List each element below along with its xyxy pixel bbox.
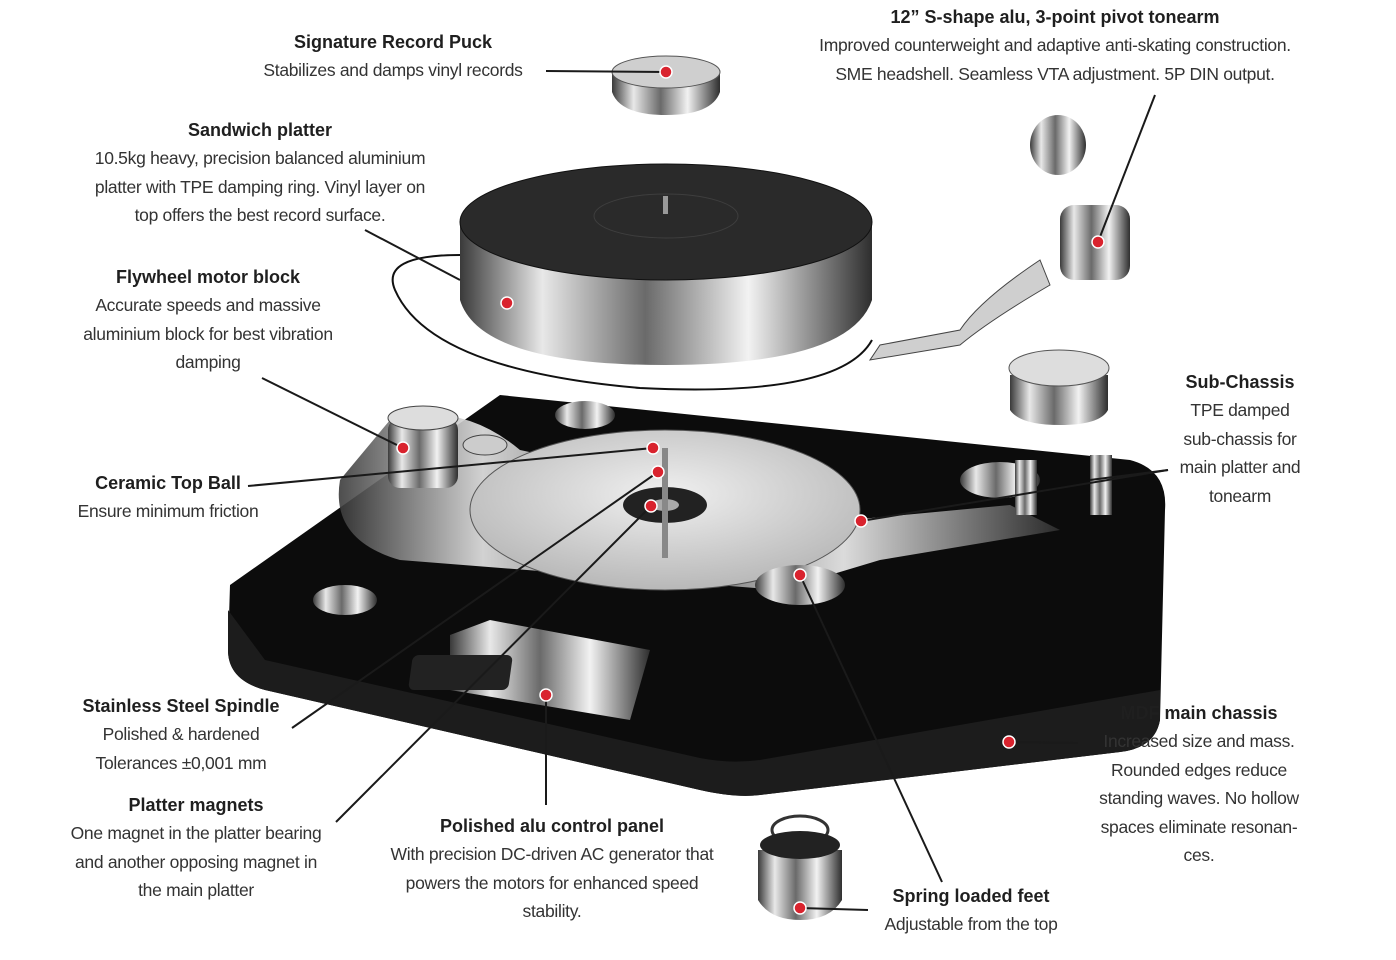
callout-flywheel: Flywheel motor block Accurate speeds and… — [83, 263, 333, 377]
callout-text: powers the motors for enhanced speed — [405, 872, 699, 893]
callout-text: platter with TPE damping ring. Vinyl lay… — [94, 176, 426, 197]
red-markers — [396, 65, 1105, 915]
callout-text: Accurate speeds and massive — [95, 295, 321, 315]
callout-record-puck: Signature Record Puck Stabilizes and dam… — [263, 28, 523, 85]
callout-text: ces. — [1183, 845, 1215, 865]
callout-title: Flywheel motor block — [115, 267, 301, 287]
callout-sub-chassis: Sub-Chassis TPE damped sub-chassis for m… — [1180, 368, 1301, 510]
callout-text: Ensure minimum friction — [77, 501, 259, 521]
callout-text: sub-chassis for — [1183, 428, 1297, 449]
callout-text: Improved counterweight and adaptive anti… — [819, 35, 1291, 55]
callout-text: aluminium block for best vibration — [83, 323, 333, 344]
tonearm — [868, 115, 1130, 425]
callout-text: TPE damped — [1190, 400, 1290, 420]
callout-text: Tolerances ±0,001 mm — [95, 752, 267, 773]
leader-lines — [247, 70, 1169, 911]
callout-ceramic-ball: Ceramic Top Ball Ensure minimum friction — [78, 469, 259, 526]
control-panel — [408, 620, 650, 720]
sandwich-platter — [391, 163, 873, 391]
callout-title: Sandwich platter — [187, 120, 333, 140]
callout-text: and another opposing magnet in — [74, 851, 318, 872]
callout-spindle: Stainless Steel Spindle Polished & harde… — [82, 692, 279, 777]
callout-title: Stainless Steel Spindle — [82, 696, 280, 716]
callout-title: Polished alu control panel — [439, 816, 665, 836]
callout-text: stability. — [522, 901, 582, 921]
callout-text: With precision DC-driven AC generator th… — [390, 844, 714, 864]
isolation-cups — [313, 401, 1112, 615]
callout-platter-magnets: Platter magnets One magnet in the platte… — [71, 791, 322, 905]
callout-text: Increased size and mass. — [1103, 731, 1295, 751]
callout-text: Polished & hardened — [102, 724, 260, 744]
callout-control-panel: Polished alu control panel With precisio… — [391, 812, 714, 926]
callout-text: One magnet in the platter bearing — [70, 823, 322, 843]
callout-text: standing waves. No hollow — [1099, 788, 1299, 808]
callout-text: top offers the best record surface. — [134, 205, 386, 225]
callout-text: tonearm — [1208, 485, 1272, 506]
callout-text: Adjustable from the top — [884, 914, 1058, 934]
callout-spring-feet: Spring loaded feet Adjustable from the t… — [884, 882, 1057, 939]
callout-text: main platter and — [1179, 457, 1301, 477]
callout-text: the main platter — [138, 880, 254, 900]
callout-title: Sub-Chassis — [1185, 372, 1295, 392]
spindle — [662, 448, 668, 558]
callout-text: spaces eliminate resonan- — [1100, 816, 1298, 837]
callout-title: Spring loaded feet — [892, 886, 1050, 906]
callout-title: Ceramic Top Ball — [95, 473, 241, 493]
callout-text: Stabilizes and damps vinyl records — [263, 60, 523, 80]
spring-loaded-foot — [758, 814, 842, 920]
callout-text: SME headshell. Seamless VTA adjustment. … — [835, 63, 1275, 84]
callout-text: damping — [175, 352, 241, 372]
callout-tonearm: 12” S-shape alu, 3-point pivot tonearm I… — [819, 3, 1291, 88]
callout-sandwich-platter: Sandwich platter 10.5kg heavy, precision… — [94, 116, 426, 230]
callout-mdf-chassis: MDF main chassis Increased size and mass… — [1099, 699, 1299, 870]
callout-title: 12” S-shape alu, 3-point pivot tonearm — [890, 7, 1220, 27]
callout-title: Platter magnets — [128, 795, 264, 815]
callout-text: 10.5kg heavy, precision balanced alumini… — [94, 148, 426, 168]
callout-text: Rounded edges reduce — [1111, 759, 1287, 780]
callout-title: Signature Record Puck — [293, 32, 493, 52]
callout-title: MDF main chassis — [1120, 703, 1278, 723]
record-puck — [611, 55, 721, 115]
